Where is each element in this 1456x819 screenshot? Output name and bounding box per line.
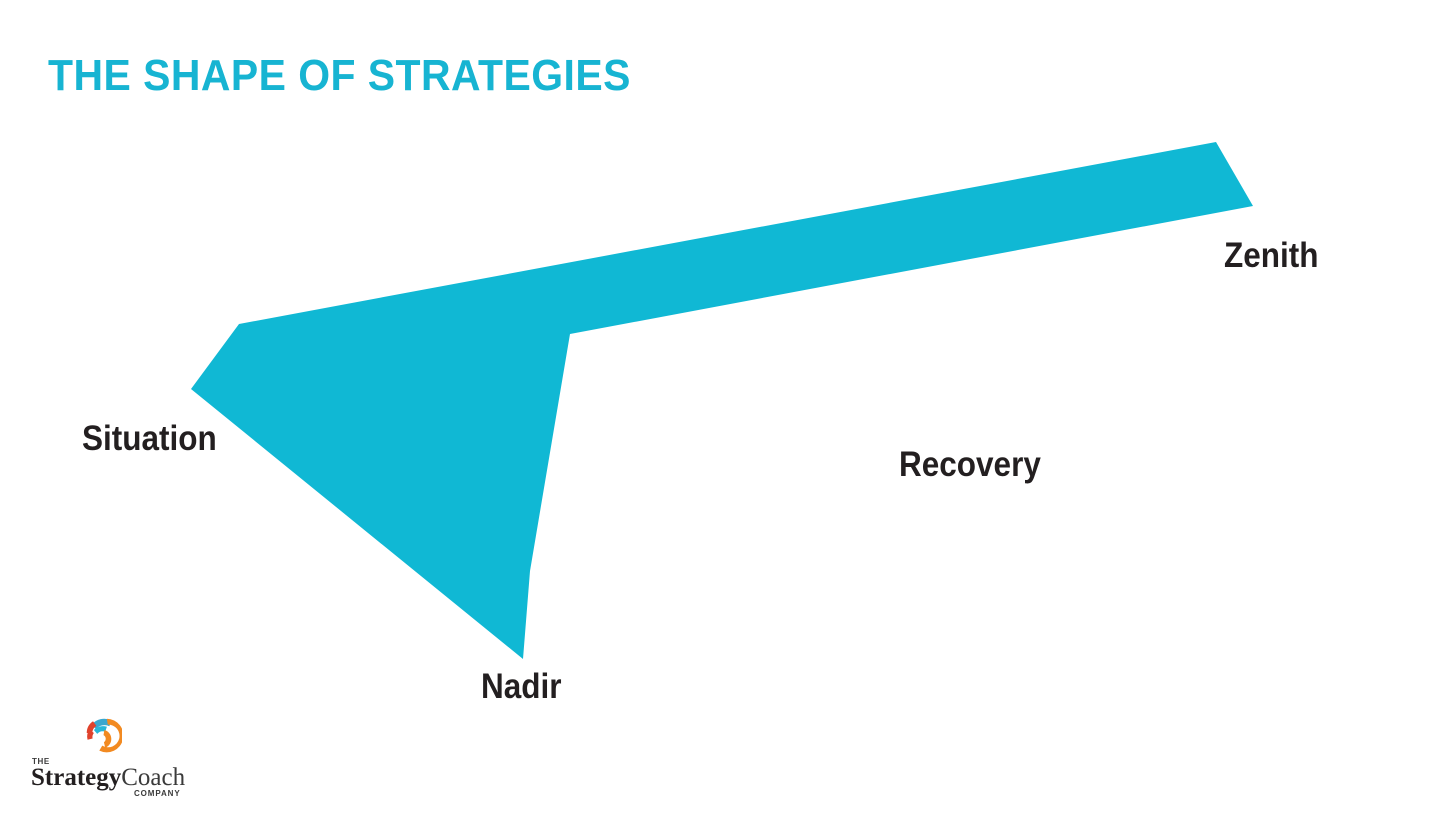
v-curve-shape: [191, 142, 1253, 659]
annotation-recovery: Recovery: [899, 445, 1041, 484]
logo-company-text: COMPANY: [134, 789, 181, 798]
logo-wordmark: StrategyCoach: [31, 764, 185, 791]
logo-coach-text: Coach: [121, 764, 186, 791]
brand-logo: THE StrategyCoach COMPANY: [30, 712, 185, 798]
page-title: THE SHAPE OF STRATEGIES: [48, 51, 631, 100]
annotation-zenith: Zenith: [1224, 236, 1319, 275]
logo-the-text: THE: [32, 757, 50, 766]
annotation-situation: Situation: [82, 419, 217, 458]
logo-mark-icon: [86, 718, 122, 753]
logo-strategy-text: Strategy: [31, 764, 122, 791]
annotation-nadir: Nadir: [481, 667, 562, 706]
